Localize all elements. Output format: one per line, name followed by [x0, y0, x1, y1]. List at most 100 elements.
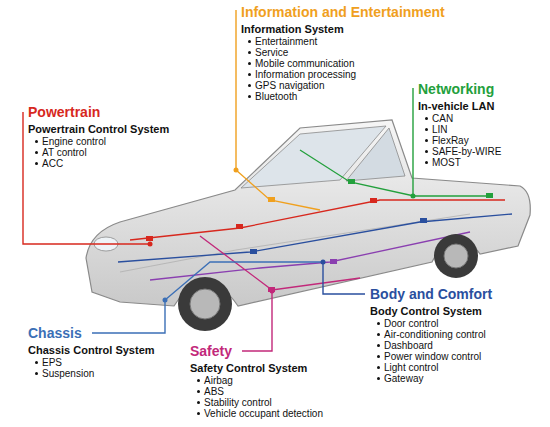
ecu — [486, 193, 493, 198]
label-text: Information processing — [255, 69, 356, 80]
feature-item: ACC — [34, 158, 63, 169]
feature-item: Light control — [376, 362, 438, 373]
group-heading: Information and Entertainment — [241, 4, 445, 20]
feature-item: Power window control — [376, 351, 481, 362]
front-rim — [190, 289, 220, 319]
bullet-dot — [425, 117, 428, 120]
label-text: Suspension — [42, 368, 94, 379]
bullet-dot — [425, 128, 428, 131]
label-text: CAN — [432, 113, 453, 124]
feature-item: SAFE-by-WIRE — [424, 146, 501, 157]
label-text: Powertrain — [28, 104, 100, 120]
bullet-dot — [35, 162, 38, 165]
feature-item: FlexRay — [424, 135, 469, 146]
ecu — [370, 198, 377, 203]
bullet-dot — [35, 151, 38, 154]
leader-dot — [234, 168, 239, 173]
leader-line — [323, 262, 365, 294]
bullet-dot — [377, 355, 380, 358]
ecu — [348, 179, 355, 184]
front-wheel — [178, 277, 232, 331]
ecu — [250, 249, 257, 254]
leader-line — [92, 300, 165, 333]
bullet-dot — [248, 62, 251, 65]
leader-line — [412, 88, 413, 196]
bullet-dot — [248, 84, 251, 87]
label-text: Chassis — [28, 325, 82, 341]
bullet-dot — [425, 161, 428, 164]
wiring — [118, 150, 512, 300]
ecu — [146, 236, 153, 241]
group-heading: Chassis — [28, 325, 82, 341]
rear-rim — [444, 244, 468, 268]
label-text: Mobile communication — [255, 58, 355, 69]
label-text: Safety Control System — [190, 362, 307, 374]
label-text: Information and Entertainment — [241, 4, 445, 20]
label-text: Chassis Control System — [28, 344, 155, 356]
label-text: Door control — [384, 318, 438, 329]
label-text: Bluetooth — [255, 91, 297, 102]
leader-line — [235, 10, 236, 170]
car-shell — [86, 120, 530, 306]
label-text: Dashboard — [384, 340, 433, 351]
bullet-dot — [425, 139, 428, 142]
label-text: SAFE-by-WIRE — [432, 146, 501, 157]
bullet-dot — [377, 344, 380, 347]
label-text: Entertainment — [255, 36, 317, 47]
group-heading: Powertrain — [28, 104, 100, 120]
group-heading: Body and Comfort — [370, 286, 492, 302]
feature-item: ABS — [196, 386, 224, 397]
bullet-dot — [248, 95, 251, 98]
label-text: Safety — [190, 343, 232, 359]
label-text: Vehicle occupant detection — [204, 408, 323, 419]
bullet-dot — [35, 140, 38, 143]
system-heading: In-vehicle LAN — [418, 100, 494, 113]
feature-item: Entertainment — [247, 36, 317, 47]
feature-item: Vehicle occupant detection — [196, 408, 323, 419]
system-heading: Chassis Control System — [28, 344, 155, 357]
group-heading: Safety — [190, 343, 232, 359]
car-body — [86, 120, 530, 306]
bullet-dot — [377, 366, 380, 369]
leader-line — [242, 291, 272, 351]
label-text: Body and Comfort — [370, 286, 492, 302]
bullet-dot — [197, 412, 200, 415]
ecu — [330, 259, 337, 264]
label-text: GPS navigation — [255, 80, 325, 91]
label-text: Power window control — [384, 351, 481, 362]
bullet-dot — [377, 322, 380, 325]
feature-item: AT control — [34, 147, 87, 158]
ecu — [420, 218, 427, 223]
control-units — [146, 179, 493, 292]
label-text: Powertrain Control System — [28, 123, 169, 135]
label-text: ABS — [204, 386, 224, 397]
label-text: EPS — [42, 357, 62, 368]
feature-item: Bluetooth — [247, 91, 297, 102]
feature-item: Air-conditioning control — [376, 329, 486, 340]
feature-item: Gateway — [376, 373, 423, 384]
label-text: ACC — [42, 158, 63, 169]
bullet-dot — [377, 333, 380, 336]
group-heading: Networking — [418, 81, 494, 97]
bullet-dot — [248, 73, 251, 76]
ecu — [268, 197, 275, 202]
feature-item: EPS — [34, 357, 62, 368]
feature-item: Mobile communication — [247, 58, 355, 69]
label-text: In-vehicle LAN — [418, 100, 494, 112]
label-text: Gateway — [384, 373, 423, 384]
leader-dot — [321, 260, 326, 265]
feature-item: LIN — [424, 124, 448, 135]
label-text: FlexRay — [432, 135, 469, 146]
leader-lines — [23, 10, 416, 351]
feature-item: Service — [247, 47, 288, 58]
wire — [200, 236, 360, 290]
leader-dot — [148, 242, 153, 247]
label-text: Engine control — [42, 136, 106, 147]
feature-item: Door control — [376, 318, 438, 329]
feature-item: Information processing — [247, 69, 356, 80]
label-text: Air-conditioning control — [384, 329, 486, 340]
label-text: Networking — [418, 81, 494, 97]
bullet-dot — [197, 401, 200, 404]
leader-dot — [163, 298, 168, 303]
